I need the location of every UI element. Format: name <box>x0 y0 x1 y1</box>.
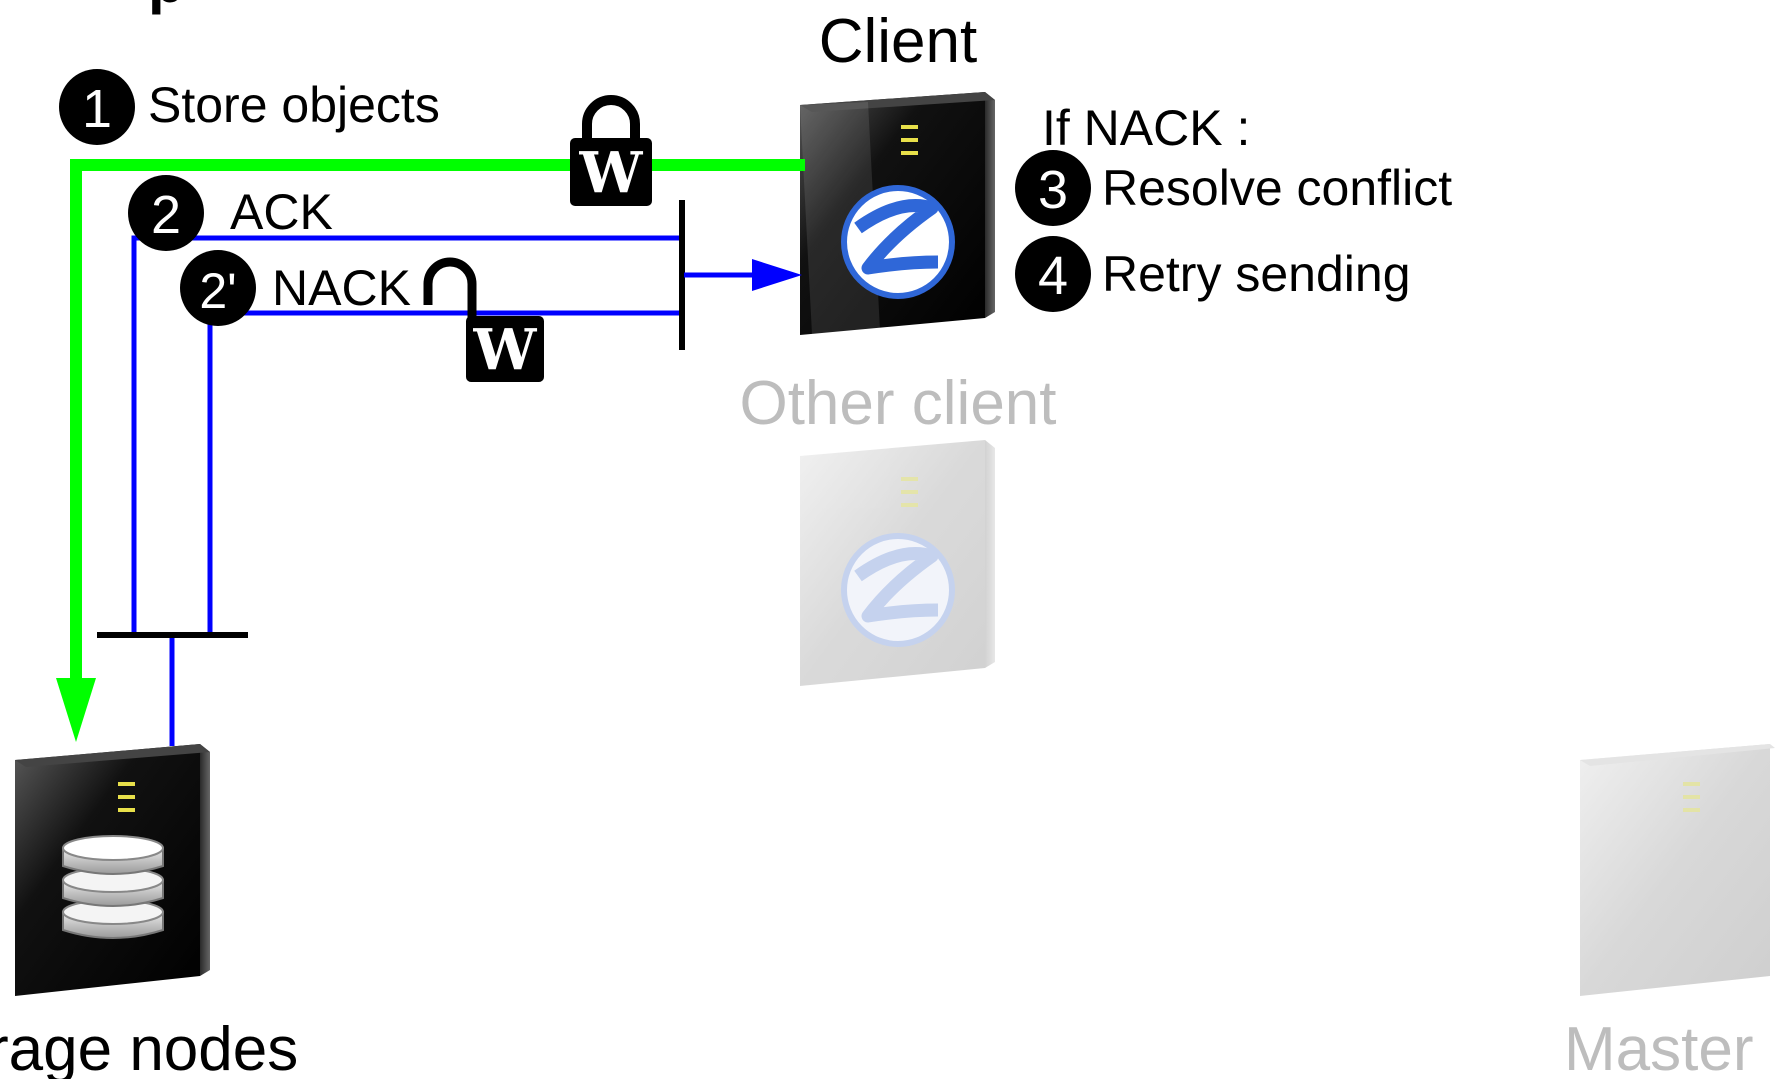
partial-top-text: p <box>148 0 185 15</box>
step-4-badge: 4 <box>1015 236 1091 312</box>
client-label: Client <box>819 7 978 76</box>
client-server-icon[interactable] <box>800 92 995 335</box>
master-server-icon[interactable] <box>1580 744 1775 996</box>
ack-path <box>131 235 682 635</box>
step-2-label: ACK <box>230 184 333 240</box>
lock-letter: W <box>579 140 644 206</box>
reply-to-client-arrow <box>684 259 802 291</box>
step-2-prime-label: NACK <box>272 260 411 316</box>
z-logo-icon <box>841 533 955 647</box>
open-padlock-icon: W <box>423 257 544 383</box>
step-4-number: 4 <box>1038 246 1068 306</box>
other-client-server-icon[interactable] <box>800 440 995 686</box>
step-2-badge: 2 <box>128 175 204 251</box>
conflict-header: If NACK : <box>1042 100 1250 156</box>
padlock-icon: W <box>570 95 652 206</box>
nack-path <box>207 310 682 635</box>
lock-letter: W <box>473 317 538 383</box>
database-stack-icon <box>62 835 164 939</box>
step-1-number: 1 <box>82 79 112 139</box>
step-2-number: 2 <box>151 185 181 245</box>
storage-nodes-label: rage nodes <box>0 1015 298 1079</box>
store-objects-path <box>56 159 805 742</box>
step-4-label: Retry sending <box>1102 246 1411 302</box>
step-3-label: Resolve conflict <box>1102 160 1452 216</box>
step-3-number: 3 <box>1038 160 1068 220</box>
master-label: Master <box>1564 1015 1753 1079</box>
other-client-label: Other client <box>739 369 1056 438</box>
step-2-prime-number: 2' <box>199 263 236 319</box>
step-1-label: Store objects <box>148 77 440 133</box>
step-2-prime-badge: 2' <box>180 250 256 326</box>
step-1-badge: 1 <box>59 69 135 145</box>
storage-node-server-icon[interactable] <box>15 744 210 996</box>
step-3-badge: 3 <box>1015 150 1091 226</box>
z-logo-icon <box>841 185 955 299</box>
